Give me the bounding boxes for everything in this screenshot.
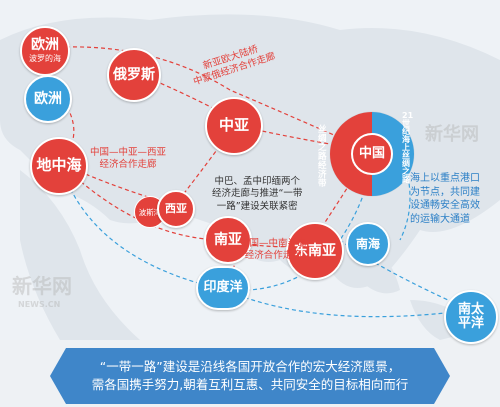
china-ring-silk-road-belt: 丝绸之路经济带 xyxy=(318,125,327,189)
node-europe: 欧洲 xyxy=(24,75,72,123)
watermark-url: NEWS.CN xyxy=(18,300,61,309)
banner-line-2: 需各国携手努力,朝着互利互惠、共同安全的目标相向而行 xyxy=(91,377,409,392)
corridor-bcim-note: 中巴、孟中印缅两个 经济走廊与推进“一带 一路”建设关联紧密 xyxy=(212,176,303,212)
watermark-right: 新华网 xyxy=(425,124,479,145)
node-china: 中国 xyxy=(358,146,385,162)
maritime-route-note: 海上以重点港口 为节点，共同建 设通畅安全高效 的运输大通道 xyxy=(410,173,480,225)
node-south-sea: 南海 xyxy=(346,222,390,266)
node-southeast-asia: 东南亚 xyxy=(286,222,344,280)
corridor-china-central-west-asia: 中国—中亚—西亚 经济合作走廊 xyxy=(90,147,167,171)
node-south-asia: 南亚 xyxy=(204,216,252,264)
node-mediterranean: 地中海 xyxy=(30,137,88,195)
node-europe-baltic-sub: 波罗的海 xyxy=(29,54,61,64)
node-indian-ocean: 印度洋 xyxy=(196,266,250,310)
node-west-asia: 西亚 xyxy=(157,190,195,228)
node-europe-baltic-label: 欧洲 xyxy=(31,37,59,54)
node-central-asia: 中亚 xyxy=(205,97,263,155)
summary-banner: “一带一路”建设是沿线各国开放合作的宏大经济愿景， 需各国携手努力,朝着互利互惠… xyxy=(50,348,450,404)
banner-line-1: “一带一路”建设是沿线各国开放合作的宏大经济愿景， xyxy=(99,358,401,374)
corridor-china-indochina: 中国—中南半岛 经济合作走廊 xyxy=(240,238,307,262)
node-russia: 俄罗斯 xyxy=(107,48,161,102)
node-south-pacific: 南太平洋 xyxy=(444,290,498,344)
watermark-left: 新华网 xyxy=(12,274,72,298)
china-ring-maritime-silk-road: 21世纪海上丝绸之路 xyxy=(402,111,414,184)
node-europe-baltic: 欧洲 波罗的海 xyxy=(20,26,70,76)
